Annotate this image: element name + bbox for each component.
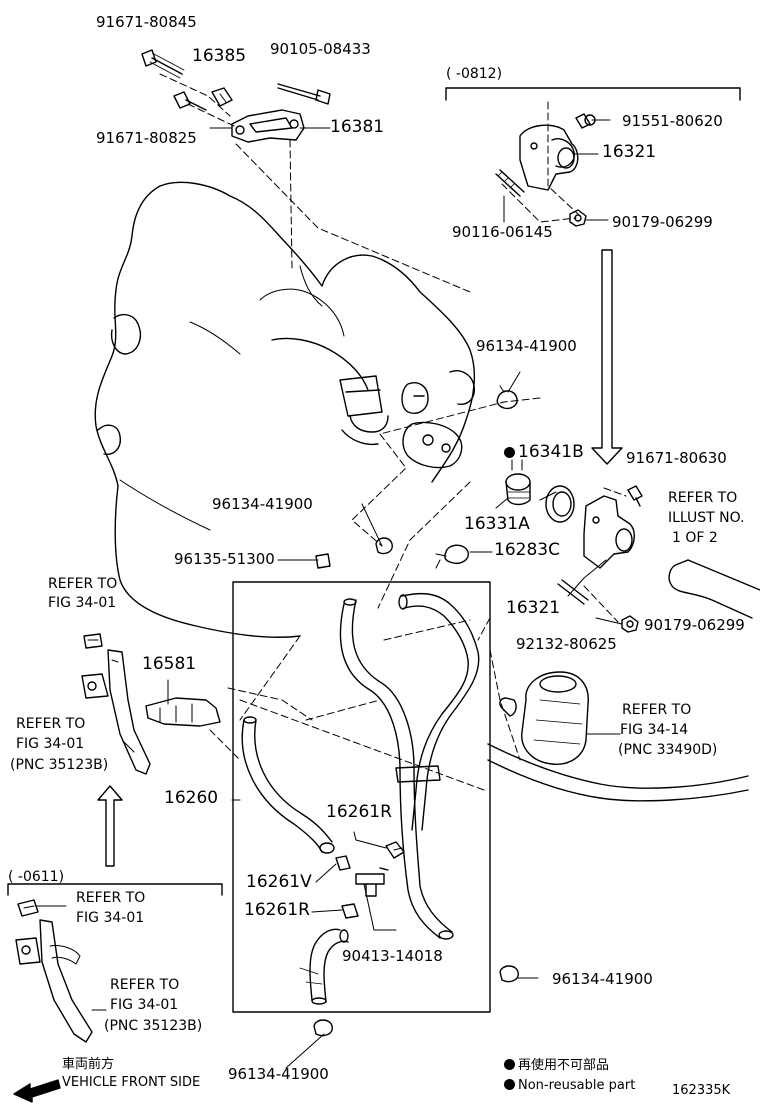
legend-jp-text: 再使用不可部品 (518, 1058, 610, 1073)
refer-fig3414-line2: FIG 34-14 (620, 722, 689, 738)
clip-fig34-c (17, 899, 39, 917)
refer-fig3401-a-line2: FIG 34-01 (48, 595, 117, 611)
refer-fig3401-c-line1: REFER TO (76, 890, 146, 906)
oil-cooler (487, 671, 749, 802)
bracket-16381 (231, 109, 305, 143)
bolt-91671-80845 (141, 49, 185, 79)
legend-en: Non-reusable part (504, 1078, 635, 1094)
label-91671-80630: 91671-80630 (626, 449, 727, 467)
water-inlet-16321-mid (583, 495, 635, 569)
leader-dashed (159, 73, 627, 791)
direction-arrow (591, 249, 623, 465)
label-16260: 16260 (164, 788, 219, 808)
legend-en-text: Non-reusable part (518, 1078, 636, 1093)
fitting-16261v (335, 855, 351, 871)
fitting-16261r-a (385, 841, 405, 859)
clamp-96134-c (499, 965, 519, 983)
refer-illust-line2: ILLUST NO. (668, 510, 745, 526)
label-92132-80625: 92132-80625 (516, 635, 617, 653)
legend-dot-en (504, 1079, 515, 1090)
leader-solid (35, 119, 623, 1069)
label-16331a: 16331A (464, 514, 530, 534)
label-16341b-text: 16341B (518, 442, 584, 462)
nut-90179-06299-mid (621, 615, 639, 633)
label-90179-06299-top: 90179-06299 (612, 213, 713, 231)
label-16385: 16385 (192, 46, 247, 66)
label-96135-51300: 96135-51300 (174, 550, 275, 568)
refer-illust-line1: REFER TO (668, 490, 738, 506)
vehicle-front-en: VEHICLE FRONT SIDE (62, 1075, 201, 1090)
clamp-96134-d (313, 1019, 333, 1037)
up-arrow (97, 785, 123, 867)
label-16261r-a: 16261R (326, 802, 392, 822)
label-16381: 16381 (330, 117, 385, 137)
hose-illust-ref (668, 559, 760, 619)
refer-fig3401-d-line2: FIG 34-01 (110, 997, 179, 1013)
label-91551-80620: 91551-80620 (622, 112, 723, 130)
label-16283c: 16283C (494, 540, 560, 560)
clamp-96134-a (496, 385, 518, 410)
range-bracket-0611 (7, 883, 223, 896)
stud-92132-80625 (557, 579, 589, 605)
refer-fig3414-line3: (PNC 33490D) (618, 742, 718, 758)
stud-90105-08433 (277, 83, 331, 105)
hose-16260 (241, 592, 480, 1005)
range-label-0812: ( -0812) (446, 66, 503, 82)
refer-fig3401-a-line1: REFER TO (48, 576, 118, 592)
gasket-16341b (545, 485, 575, 523)
refer-fig3401-d-line3: (PNC 35123B) (104, 1018, 203, 1034)
legend-dot-jp (504, 1059, 515, 1070)
refer-fig3414-line1: REFER TO (622, 702, 692, 718)
fitting-16261r-b (341, 903, 359, 919)
clamp-96135-51300 (315, 553, 331, 569)
stud-90116-06145 (495, 169, 525, 197)
vehicle-front-arrow (13, 1079, 61, 1103)
refer-fig3401-b-line1: REFER TO (16, 716, 86, 732)
water-inlet-16321-top (519, 124, 579, 191)
engine-block (94, 181, 475, 638)
vehicle-front-jp: 車両前方 (62, 1057, 115, 1072)
bracket-16581 (145, 697, 221, 727)
bolt-91551-80620 (575, 113, 596, 129)
refer-fig3401-d-line1: REFER TO (110, 977, 180, 993)
label-91671-80845: 91671-80845 (96, 13, 197, 31)
clip-fig34-a (83, 633, 103, 649)
label-91671-80825: 91671-80825 (96, 129, 197, 147)
thermostat-16331a (505, 459, 531, 506)
label-16321-mid: 16321 (506, 598, 561, 618)
label-16261r-b: 16261R (244, 900, 310, 920)
label-90413-14018: 90413-14018 (342, 947, 443, 965)
refer-fig3401-b-line3: (PNC 35123B) (10, 757, 109, 773)
non-reusable-dot (504, 447, 515, 458)
label-16341b: 16341B (504, 442, 584, 462)
nut-90179-06299-top (569, 209, 587, 227)
range-label-0611: ( -0611) (8, 869, 65, 885)
bolt-91671-80630 (627, 485, 643, 507)
diagram-code: 162335K (672, 1083, 731, 1098)
refer-fig3401-b-line2: FIG 34-01 (16, 736, 85, 752)
label-96134-41900-a: 96134-41900 (476, 337, 577, 355)
label-90179-06299-mid: 90179-06299 (644, 616, 745, 634)
label-96134-41900-c: 96134-41900 (552, 970, 653, 988)
refer-illust-line3: 1 OF 2 (672, 530, 718, 546)
label-16581: 16581 (142, 654, 197, 674)
clamp-96134-b (375, 537, 393, 555)
clamp-16283c (435, 544, 469, 569)
label-90105-08433: 90105-08433 (270, 40, 371, 58)
hose-group-box (232, 581, 491, 1013)
label-16321-top: 16321 (602, 142, 657, 162)
legend-jp: 再使用不可部品 (504, 1058, 609, 1074)
bracket-left-35123b (81, 649, 151, 775)
nut-16385 (211, 87, 233, 107)
label-90116-06145: 90116-06145 (452, 223, 553, 241)
range-bracket-0812 (445, 87, 741, 101)
label-96134-41900-d: 96134-41900 (228, 1065, 329, 1083)
label-96134-41900-b: 96134-41900 (212, 495, 313, 513)
refer-fig3401-c-line2: FIG 34-01 (76, 910, 145, 926)
bracket-left-0611 (15, 919, 93, 1043)
tee-90413-14018 (355, 867, 389, 897)
bolt-91671-80825 (173, 91, 207, 111)
label-16261v: 16261V (246, 872, 312, 892)
